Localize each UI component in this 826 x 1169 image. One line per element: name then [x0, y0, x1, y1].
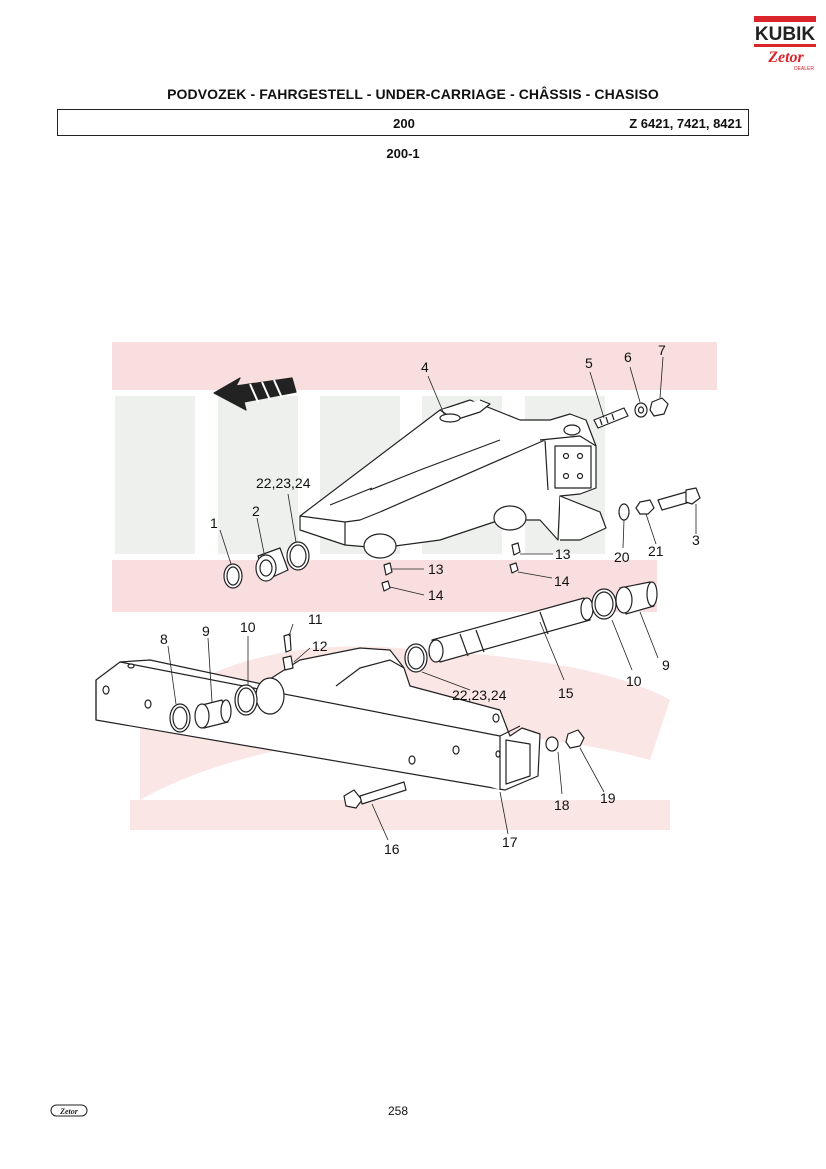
axle-pin: [428, 597, 594, 663]
axle-beam: [95, 647, 541, 791]
callout-22-23-24-bottom: 22,23,24: [452, 687, 507, 703]
svg-text:Zetor: Zetor: [59, 1107, 79, 1116]
callout-10-right: 10: [626, 673, 642, 689]
stud-nut-assembly: [593, 397, 669, 429]
callout-14-right: 14: [554, 573, 570, 589]
callout-16: 16: [384, 841, 400, 857]
page-number: 258: [387, 1104, 409, 1118]
small-bolt-nipple: [282, 633, 294, 671]
rear-rings-right: [404, 581, 658, 673]
callout-3: 3: [692, 532, 700, 548]
callout-6: 6: [624, 349, 632, 365]
callout-21: 21: [648, 543, 664, 559]
page-title: PODVOZEK - FAHRGESTELL - UNDER-CARRIAGE …: [167, 86, 659, 102]
callout-13-right: 13: [555, 546, 571, 562]
callout-19: 19: [600, 790, 616, 806]
zetor-footer-logo: Zetor: [50, 1104, 88, 1117]
callout-17: 17: [502, 834, 518, 850]
callout-4: 4: [421, 359, 429, 375]
callout-2: 2: [252, 503, 260, 519]
callout-11: 11: [308, 611, 323, 627]
direction-arrow: [213, 377, 297, 411]
group-header-box: 200 Z 6421, 7421, 8421: [57, 109, 749, 136]
svg-text:DEALER: DEALER: [794, 66, 814, 72]
callout-14-left: 14: [428, 587, 444, 603]
bolt-washer-nut: [618, 487, 701, 521]
grease-nipples: [381, 542, 521, 592]
washer-nut-beam: [545, 729, 585, 752]
callout-9-right: 9: [662, 657, 670, 673]
subsection-number: 200-1: [386, 146, 420, 161]
callout-9-left: 9: [202, 623, 210, 639]
callout-20: 20: [614, 549, 630, 565]
callout-13-left: 13: [428, 561, 444, 577]
callout-22-23-24-top: 22,23,24: [256, 475, 311, 491]
model-list: Z 6421, 7421, 8421: [629, 116, 742, 131]
svg-text:KUBIK: KUBIK: [755, 24, 815, 45]
callout-5: 5: [585, 355, 593, 371]
callout-1: 1: [210, 515, 218, 531]
callout-18: 18: [554, 797, 570, 813]
svg-text:Zetor: Zetor: [767, 49, 804, 66]
callout-12: 12: [312, 638, 328, 654]
callout-8: 8: [160, 631, 168, 647]
kubik-zetor-logo: KUBIK Zetor DEALER: [754, 16, 816, 72]
callout-15: 15: [558, 685, 574, 701]
front-rings: [223, 541, 310, 589]
rear-rings-left: [169, 684, 258, 733]
callout-7: 7: [658, 342, 666, 358]
long-bolt: [343, 781, 407, 809]
axle-bracket: [299, 399, 607, 559]
group-number: 200: [393, 116, 415, 131]
callout-10-left: 10: [240, 619, 256, 635]
